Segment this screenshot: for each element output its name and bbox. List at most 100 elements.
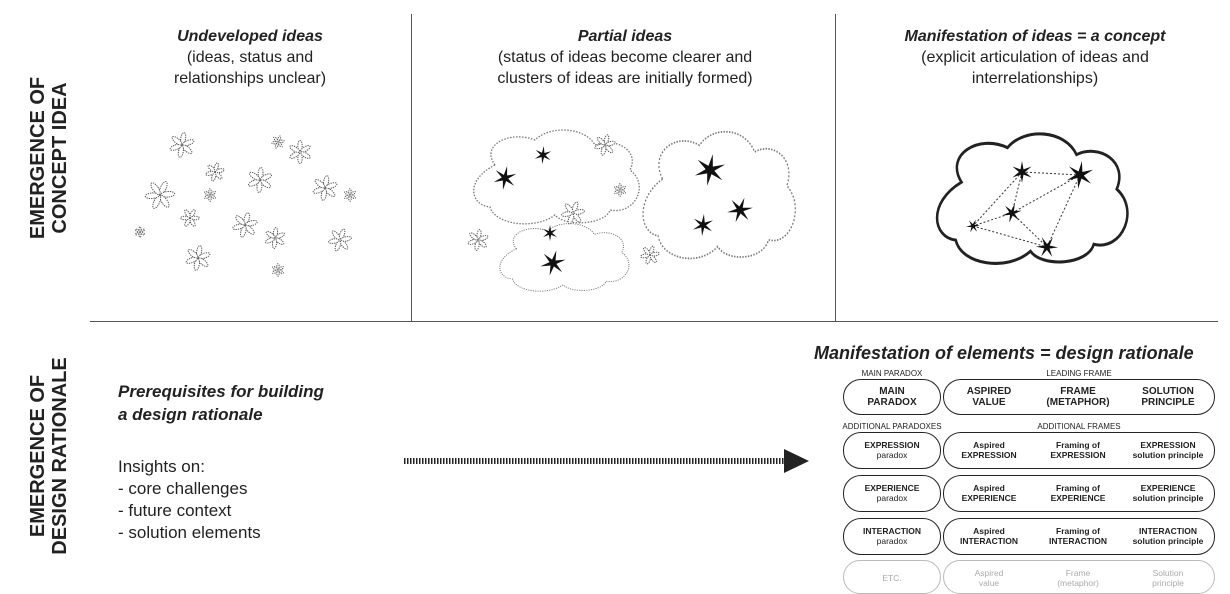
etc-paradox-text: ETC. [882, 573, 902, 583]
idea-asterisk-outline [467, 229, 489, 251]
relationship-line [1011, 174, 1081, 214]
idea-asterisk-outline [185, 245, 211, 271]
row-label-design-rationale: EMERGENCE OF DESIGN RATIONALE [27, 346, 73, 566]
prerequisites-title: Prerequisites for building a design rati… [118, 380, 324, 426]
undeveloped-ideas-illustration [134, 132, 357, 277]
row-label-concept-line2: CONCEPT IDEA [49, 82, 71, 234]
insights-list: Insights on: - core challenges - future … [118, 456, 261, 544]
idea-asterisk-solid [543, 225, 557, 241]
column-title: Undeveloped ideas [177, 28, 323, 45]
partial-ideas-illustration [467, 129, 796, 292]
column-heading-partial: Partial ideas (status of ideas become cl… [440, 26, 810, 89]
row-label-concept-idea: EMERGENCE OF CONCEPT IDEA [27, 48, 73, 268]
column-subtitle: (ideas, status and [186, 49, 314, 66]
idea-asterisk-solid [493, 166, 517, 190]
idea-asterisk-outline [247, 166, 273, 194]
idea-asterisk-solid [1067, 161, 1093, 189]
insight-item: - solution elements [118, 523, 261, 542]
relationship-line [972, 212, 1013, 227]
column-heading-undeveloped: Undeveloped ideas (ideas, status and rel… [100, 26, 400, 89]
column-subtitle: clusters of ideas are initially formed) [497, 70, 753, 87]
column-subtitle: (status of ideas become clearer and [497, 49, 753, 66]
idea-asterisk-solid [1002, 203, 1022, 223]
cloud-shape [642, 131, 796, 260]
insight-item: - core challenges [118, 479, 248, 498]
idea-asterisk-outline [640, 245, 660, 265]
idea-asterisk-outline [328, 228, 352, 252]
idea-asterisk-solid [966, 219, 980, 233]
idea-asterisk-outline [203, 188, 217, 202]
idea-asterisk-outline [232, 212, 258, 238]
leading-frame-box [943, 379, 1215, 415]
row-label-concept-line1: EMERGENCE OF [27, 76, 49, 240]
paradox-box [843, 432, 941, 469]
idea-asterisk-solid [534, 146, 552, 164]
column-subtitle: (explicit articulation of ideas and [921, 49, 1149, 66]
row-label-rationale-line2: DESIGN RATIONALE [49, 357, 71, 555]
idea-asterisk-outline [205, 162, 225, 182]
main-paradox-box [843, 379, 941, 415]
idea-asterisk-solid [727, 197, 753, 223]
leading-frame-label: LEADING FRAME [1046, 369, 1112, 378]
cloud-shape [499, 223, 630, 292]
cloud-shape [935, 132, 1129, 265]
idea-asterisk-outline [271, 263, 285, 277]
idea-asterisk-outline [561, 201, 585, 225]
main-paradox-label: MAIN PARADOX [861, 369, 923, 378]
etc-frame-cell: Frame(metaphor) [1057, 568, 1099, 588]
frame-box [943, 432, 1215, 469]
design-rationale-title: Manifestation of elements = design ratio… [814, 343, 1194, 363]
idea-asterisk-outline [180, 209, 200, 227]
prerequisites-title-line2: a design rationale [118, 405, 263, 424]
paradox-box [843, 475, 941, 512]
column-heading-manifestation: Manifestation of ideas = a concept (expl… [860, 26, 1210, 89]
row-divider [90, 321, 1218, 322]
additional-paradoxes-label: ADDITIONAL PARADOXES [842, 422, 942, 431]
idea-asterisk-solid [694, 154, 726, 186]
idea-asterisk-outline [613, 183, 627, 197]
idea-asterisk-outline [264, 227, 286, 249]
main-paradox-text: MAIN PARADOX [867, 386, 917, 408]
idea-asterisk-solid [540, 250, 566, 276]
idea-asterisk-solid [1036, 237, 1058, 257]
frame-metaphor-cell: FRAME(METAPHOR) [1046, 386, 1110, 408]
relationship-line [1046, 174, 1081, 248]
dotted-arrow [404, 449, 809, 473]
idea-asterisk-solid [1012, 161, 1032, 183]
additional-frames-label: ADDITIONAL FRAMES [1037, 422, 1121, 431]
idea-asterisk-outline [594, 134, 616, 156]
column-title: Partial ideas [577, 28, 673, 45]
idea-asterisk-outline [271, 135, 285, 149]
idea-asterisk-outline [343, 188, 357, 202]
idea-asterisk-outline [144, 181, 176, 209]
relationship-line [1021, 171, 1081, 176]
column-subtitle: relationships unclear) [173, 70, 327, 87]
idea-asterisk-outline [169, 132, 195, 158]
idea-asterisk-outline [134, 226, 146, 238]
column-subtitle: interrelationships) [971, 70, 1099, 87]
idea-asterisk-outline [312, 175, 338, 201]
insights-heading: Insights on: [118, 457, 205, 476]
column-divider-2 [835, 14, 836, 322]
concept-illustration [935, 132, 1129, 265]
cloud-shape [473, 129, 640, 225]
frame-box [943, 518, 1215, 555]
paradox-box [843, 518, 941, 555]
relationship-line [972, 171, 1023, 227]
relationship-line [972, 225, 1048, 248]
